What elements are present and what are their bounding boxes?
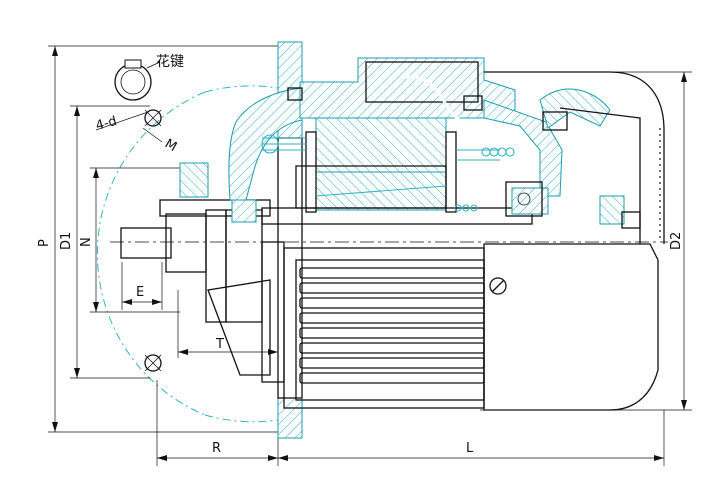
screw-icon — [489, 277, 507, 295]
label-D1: D1 — [59, 232, 74, 250]
label-N: N — [79, 237, 94, 247]
bolt-hole-top — [144, 109, 162, 127]
label-L: L — [466, 441, 474, 456]
dimension-lines — [48, 45, 692, 466]
label-spline: 花键 — [156, 54, 184, 70]
label-M: M — [162, 136, 179, 155]
bolt-hole-bottom — [144, 354, 162, 372]
lower-exterior — [261, 241, 659, 411]
upper-section — [159, 57, 665, 244]
label-holes: 4-d — [94, 114, 118, 134]
label-D2: D2 — [669, 232, 684, 250]
label-R: R — [212, 441, 221, 456]
spline-detail-icon — [114, 59, 161, 101]
flange-circle — [96, 85, 279, 423]
label-T: T — [215, 337, 224, 352]
label-P: P — [37, 239, 52, 247]
label-E: E — [136, 285, 144, 300]
cooling-fins — [299, 267, 485, 384]
